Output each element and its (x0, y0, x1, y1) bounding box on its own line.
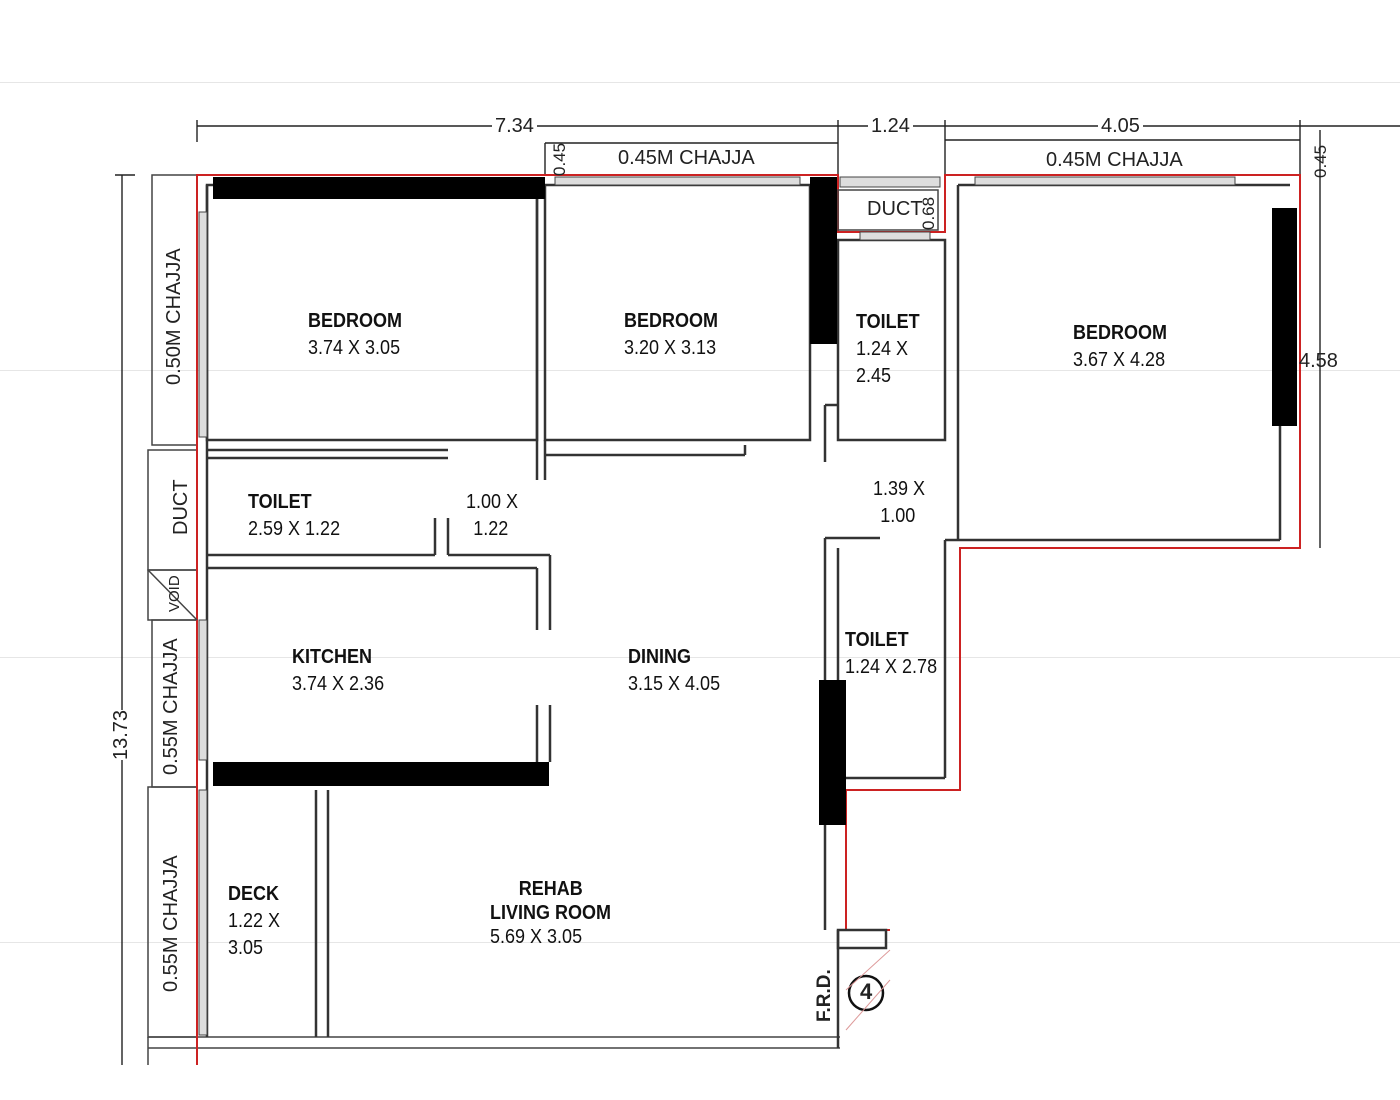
room-size: 5.69 X 3.05 (490, 926, 583, 948)
dimension-chajja-depth-right: 0.45 (1311, 144, 1330, 178)
room-size: 1.24 X 2.78 (845, 656, 938, 678)
room-name: KITCHEN (292, 646, 373, 668)
room-size: 1.24 X (856, 338, 909, 360)
room-bedroom-1: BEDROOM 3.74 X 3.05 (308, 308, 402, 362)
room-toilet-3: TOILET 1.24 X 2.78 (845, 627, 937, 681)
duct-label-top: DUCT (867, 198, 923, 220)
chajja-label-left-lower: 0.55M CHAJJA (160, 855, 182, 992)
unit-marker-number: 4 (860, 979, 873, 1004)
room-passage-1: 1.00 X 1.22 (466, 489, 518, 543)
room-toilet-2: TOILET 2.59 X 1.22 (248, 489, 340, 543)
room-bedroom-3: BEDROOM 3.67 X 4.28 (1073, 320, 1167, 374)
room-size: 1.00 X (466, 491, 519, 513)
dimension-right: 4.58 (1299, 350, 1338, 372)
top-dimension-line (196, 120, 1400, 175)
room-name: LIVING ROOM (490, 902, 612, 924)
room-size: 3.74 X 3.05 (308, 337, 401, 359)
dimension-chajja-depth-left: 0.45 (550, 142, 569, 176)
chajja-label-left-middle: 0.55M CHAJJA (160, 638, 182, 775)
room-bedroom-2: BEDROOM 3.20 X 3.13 (624, 308, 718, 362)
room-size: 1.00 (880, 505, 916, 527)
room-size: 3.67 X 4.28 (1073, 349, 1166, 371)
room-size: 1.39 X (873, 478, 926, 500)
dimension-top-right: 4.05 (1098, 115, 1143, 137)
guide-line (0, 942, 1400, 943)
unit-marker-circle (847, 974, 885, 1012)
room-name: BEDROOM (1073, 322, 1168, 344)
room-size: 3.20 X 3.13 (624, 337, 717, 359)
guide-line (0, 657, 1400, 658)
chajja-label-top-left: 0.45M CHAJJA (618, 147, 755, 169)
dimension-top-middle: 1.24 (868, 115, 913, 137)
room-living: REHAB LIVING ROOM 5.69 X 3.05 (490, 877, 611, 949)
room-size: 3.74 X 2.36 (292, 673, 385, 695)
frd-label: F.R.D. (814, 969, 835, 1022)
room-size: 2.59 X 1.22 (248, 518, 341, 540)
room-name: BEDROOM (624, 310, 719, 332)
room-name: BEDROOM (308, 310, 403, 332)
guide-line (0, 370, 1400, 371)
room-name: TOILET (845, 629, 909, 651)
room-dining: DINING 3.15 X 4.05 (628, 644, 720, 698)
dimension-top-left: 7.34 (492, 115, 537, 137)
room-deck: DECK 1.22 X 3.05 (228, 881, 280, 962)
guide-line (0, 82, 1400, 83)
room-name: TOILET (856, 311, 920, 333)
room-size: 3.15 X 4.05 (628, 673, 721, 695)
room-size: 3.05 (228, 937, 264, 959)
room-name: TOILET (248, 491, 312, 513)
chajja-label-left-upper: 0.50M CHAJJA (163, 248, 185, 385)
solid-walls (213, 177, 1297, 825)
chajja-label-top-right: 0.45M CHAJJA (1046, 149, 1183, 171)
room-size: 1.22 (473, 518, 509, 540)
room-size: 2.45 (856, 365, 892, 387)
dimension-left: 13.73 (110, 709, 132, 760)
room-toilet-1: TOILET 1.24 X 2.45 (856, 309, 920, 390)
room-kitchen: KITCHEN 3.74 X 2.36 (292, 644, 384, 698)
void-label: VOID (166, 575, 183, 612)
room-size: 1.22 X (228, 910, 281, 932)
duct-label-left: DUCT (170, 479, 192, 535)
room-name: DECK (228, 883, 280, 905)
room-name: REHAB (518, 878, 583, 900)
room-passage-2: 1.39 X 1.00 (873, 476, 925, 530)
room-name: DINING (628, 646, 691, 668)
